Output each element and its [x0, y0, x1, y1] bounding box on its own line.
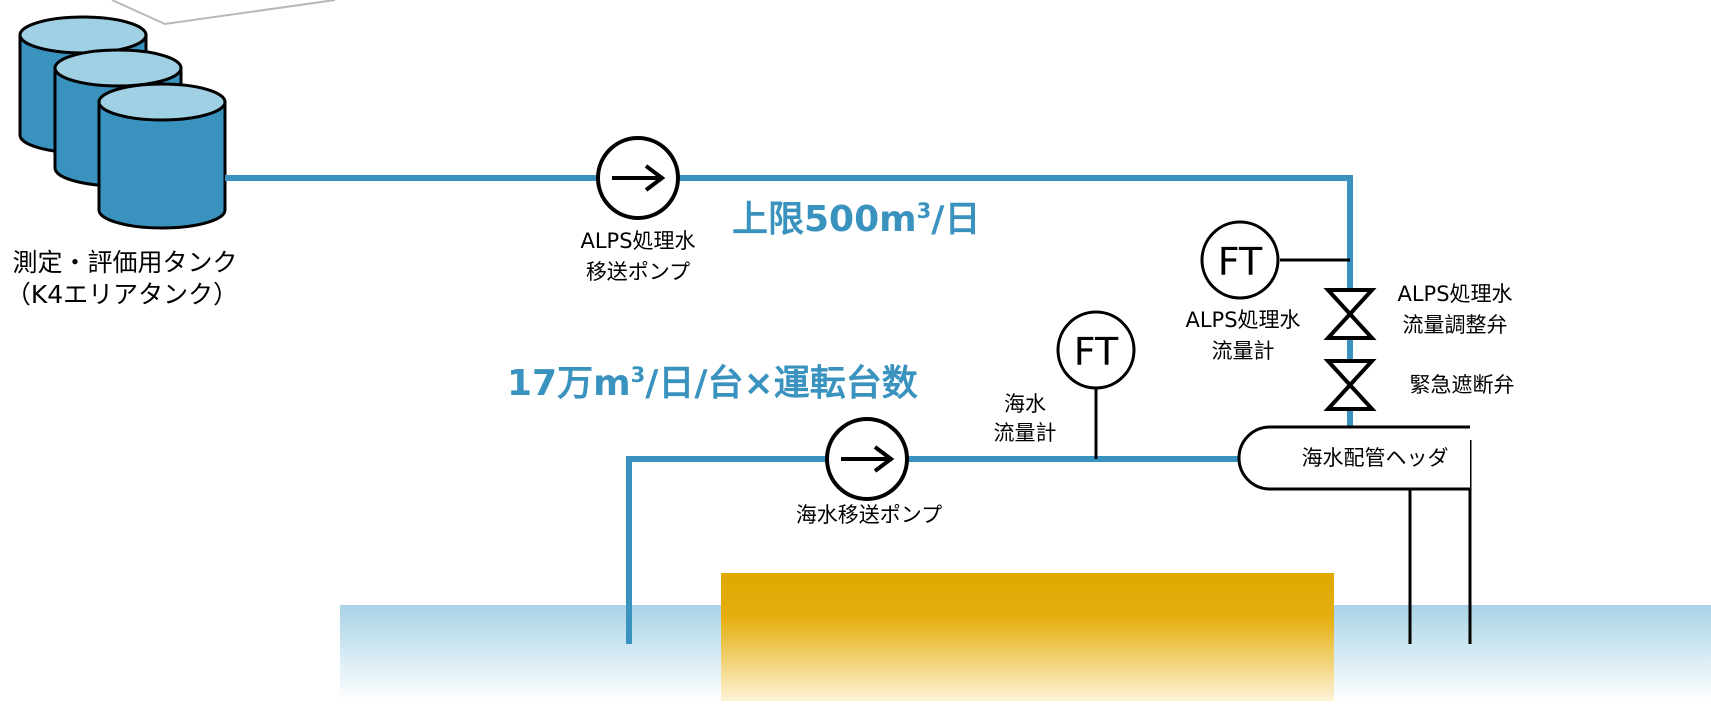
header-label: 海水配管ヘッダ: [1302, 446, 1449, 470]
sea-ft-label: FT: [1074, 330, 1119, 374]
tank-3-icon: [97, 82, 227, 230]
sea-flowmeter-icon: FT: [1056, 310, 1136, 390]
alps-valve-label-line2: 流量調整弁: [1403, 313, 1508, 337]
sea-flowmeter-label-line2: 流量計: [994, 421, 1057, 445]
tank-group-icon: [18, 15, 227, 230]
alps-pump-label-line2: 移送ポンプ: [586, 260, 690, 284]
alps-flowmeter-label-line2: 流量計: [1212, 339, 1275, 363]
alps-flowmeter-label-line1: ALPS処理水: [1185, 308, 1300, 332]
seawater-pipe: [626, 456, 1240, 644]
alps-valve-label-line1: ALPS処理水: [1397, 282, 1512, 306]
tank-label-line2: （K4エリアタンク）: [6, 280, 238, 309]
alps-ft-label: FT: [1218, 240, 1263, 284]
alps-flowmeter-icon: FT: [1200, 220, 1280, 300]
emergency-valve-icon: [1323, 359, 1377, 411]
seawater-header: [1237, 425, 1470, 491]
sea-flowmeter-label-line1: 海水: [1004, 392, 1046, 416]
alps-control-valve-icon: [1323, 288, 1377, 340]
emergency-valve-label: 緊急遮断弁: [1410, 373, 1515, 397]
sea-flow-label: 17万m3/日/台×運転台数: [507, 363, 918, 404]
discharge-tunnel-block: [721, 573, 1334, 701]
alps-pump-label-line1: ALPS処理水: [580, 229, 695, 253]
decorative-line: [111, 0, 336, 26]
tank-label-line1: 測定・評価用タンク: [12, 248, 237, 277]
alps-pump-icon: [596, 136, 680, 220]
sea-pump-label: 海水移送ポンプ: [796, 503, 942, 527]
sea-pump-icon: [825, 417, 909, 501]
alps-limit-label: 上限500m3/日: [732, 199, 980, 240]
